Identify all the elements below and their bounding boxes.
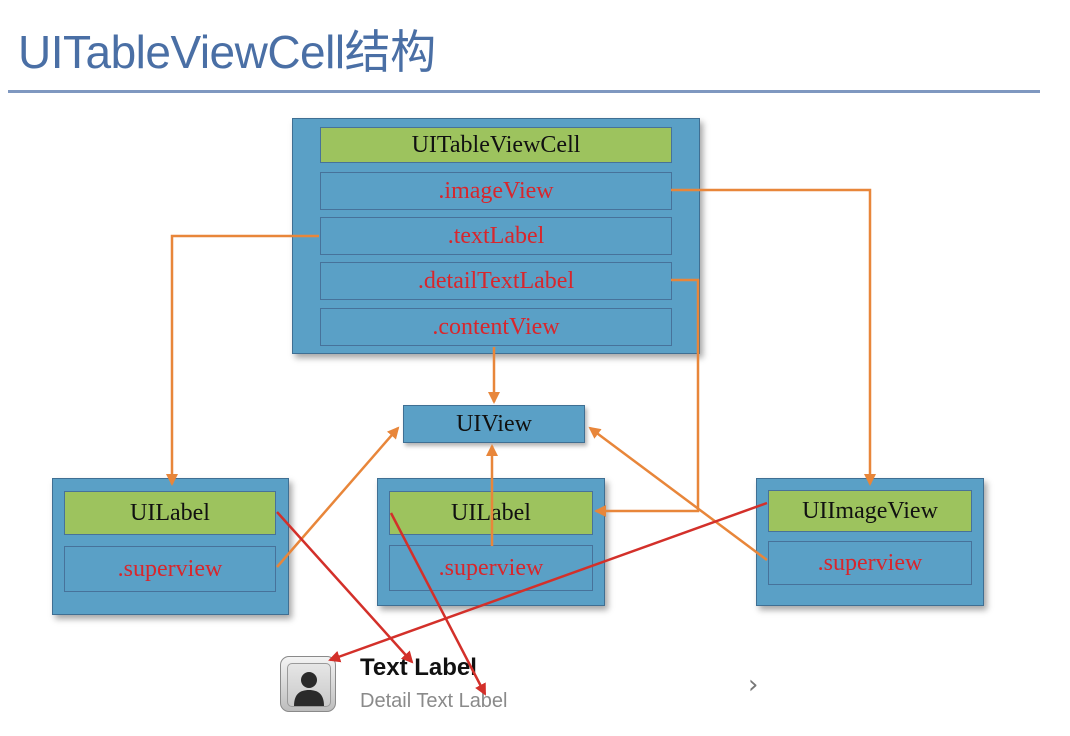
cell-text-label: Text Label: [360, 654, 477, 681]
superview-property-right: .superview: [768, 541, 972, 585]
contentview-property: .contentView: [320, 308, 672, 346]
arrow-left-superview-to-uiview: [276, 426, 400, 568]
arrow-right-superview-to-uiview: [588, 426, 768, 562]
person-placeholder-icon: [280, 656, 336, 712]
arrow-middle-uilabel-to-detail-label: [389, 512, 487, 696]
chevron-right-icon: ›: [748, 670, 759, 700]
arrow-left-uilabel-to-text-label: [276, 511, 414, 664]
superview-property-left: .superview: [64, 546, 276, 592]
detailtextlabel-property: .detailTextLabel: [320, 262, 672, 300]
uitableviewcell-block: UITableViewCell .imageView .textLabel .d…: [292, 118, 700, 354]
textlabel-property: .textLabel: [320, 217, 672, 255]
page-title: UITableViewCell结构: [18, 26, 436, 78]
uilabel-header-left: UILabel: [64, 491, 276, 535]
uiview-box: UIView: [403, 405, 585, 443]
superview-property-middle: .superview: [389, 545, 593, 591]
cell-detail-text-label: Detail Text Label: [360, 690, 508, 712]
title-divider: [8, 90, 1040, 93]
uilabel-block-left: UILabel .superview: [52, 478, 289, 615]
imageview-property: .imageView: [320, 172, 672, 210]
arrow-detailtextlabel-to-uilabel: [594, 278, 700, 517]
uiimageview-block: UIImageView .superview: [756, 478, 984, 606]
uitableviewcell-header: UITableViewCell: [320, 127, 672, 163]
arrow-imageview-to-uiimageview: [671, 188, 876, 486]
arrow-uiimageview-to-icon: [328, 501, 768, 663]
arrow-textlabel-to-uilabel: [166, 234, 319, 486]
uiimageview-header: UIImageView: [768, 490, 972, 532]
